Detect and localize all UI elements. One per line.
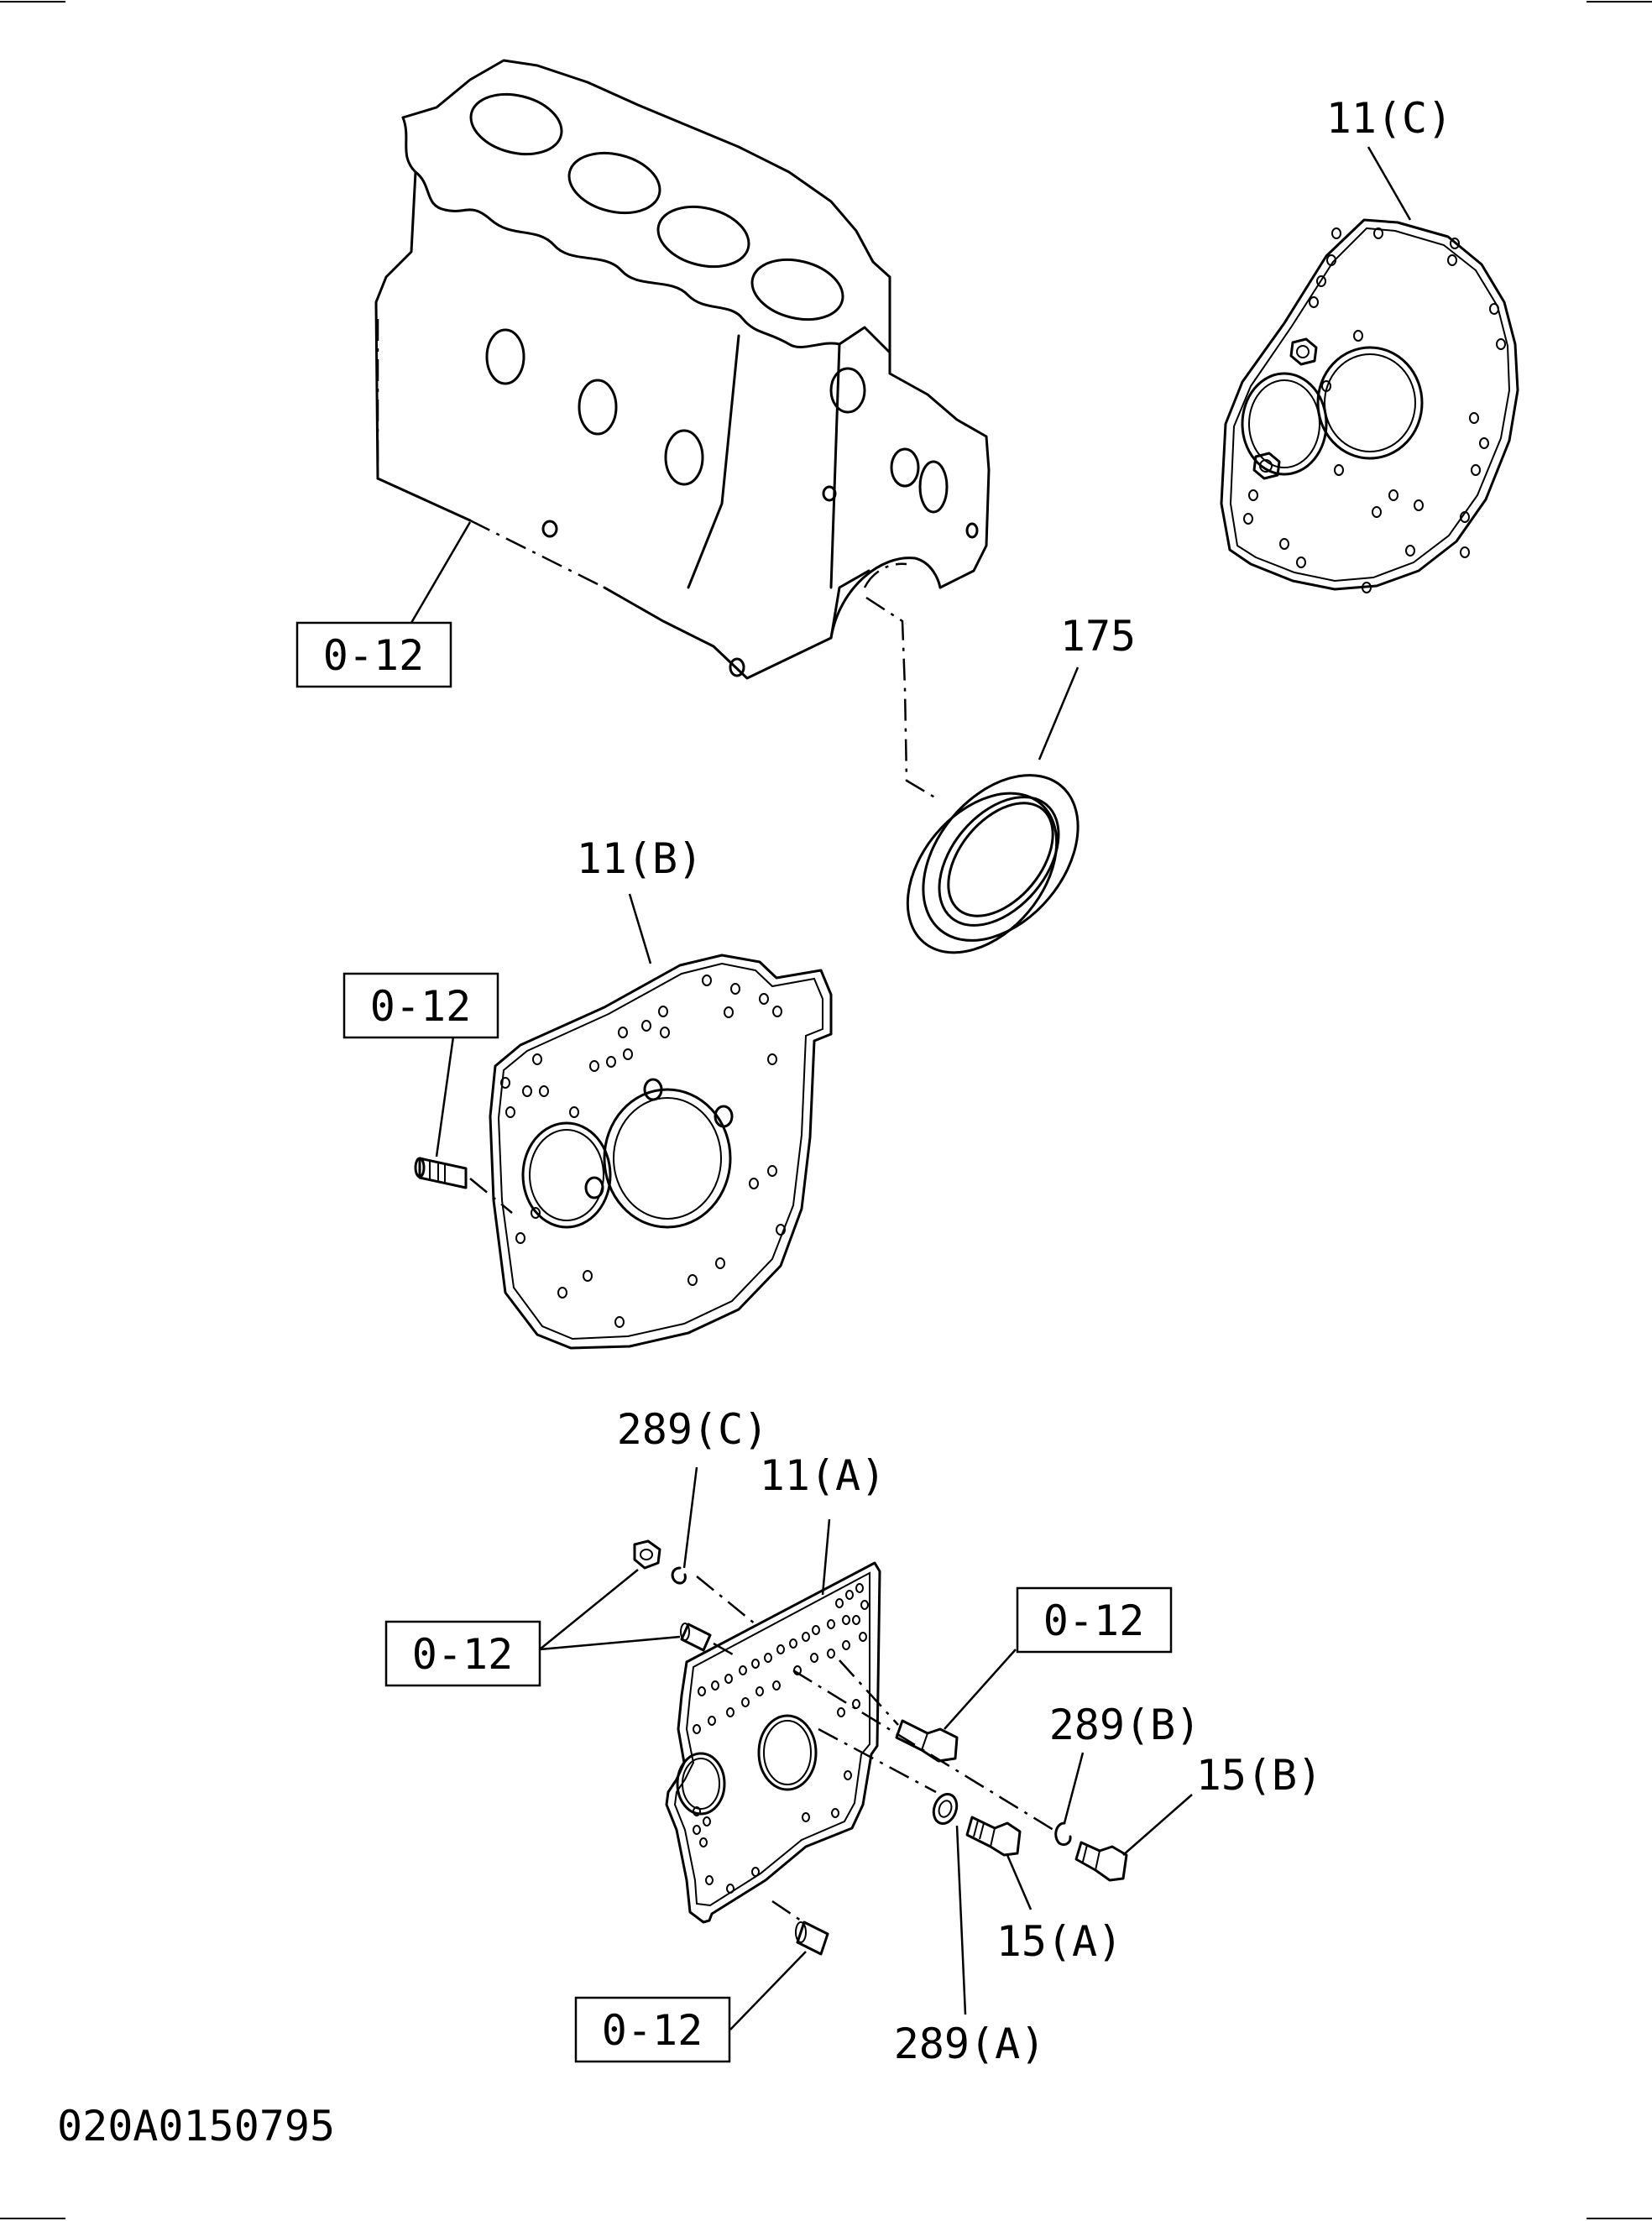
dowel-11a-bottom (795, 1921, 829, 1956)
oil-seal-175 (906, 774, 1080, 954)
part-label-15b: 15(B) (1196, 1751, 1323, 1800)
ref-box-dowel-label: 0-12 (602, 2006, 703, 2055)
plate-11a (665, 1561, 881, 1924)
washer-289a (932, 1793, 959, 1825)
bolt-15b (1074, 1841, 1128, 1882)
part-label-11c: 11(C) (1326, 94, 1453, 143)
ref-box-block[interactable]: 0-12 (295, 621, 452, 688)
drawing-id: 020A0150795 (57, 2102, 335, 2150)
part-label-289b: 289(B) (1049, 1701, 1201, 1749)
ref-box-11b-pin[interactable]: 0-12 (342, 972, 499, 1039)
bolt-15a (965, 1816, 1022, 1857)
ref-box-289c[interactable]: 0-12 (384, 1620, 541, 1687)
ref-box-block-label: 0-12 (323, 631, 424, 680)
part-label-15a: 15(A) (996, 1917, 1123, 1966)
part-label-11b: 11(B) (577, 834, 703, 883)
part-label-289c: 289(C) (617, 1405, 769, 1454)
cylinder-block (374, 59, 991, 680)
ref-box-289c-label: 0-12 (412, 1630, 513, 1679)
ref-box-11b-pin-label: 0-12 (370, 982, 471, 1031)
ref-box-dowel[interactable]: 0-12 (574, 1996, 731, 2063)
part-label-175: 175 (1060, 612, 1136, 661)
ref-box-bolt-label: 0-12 (1043, 1597, 1144, 1645)
ref-box-bolt[interactable]: 0-12 (1016, 1586, 1173, 1654)
dowel-11a-top (680, 1623, 712, 1652)
part-label-11a: 11(A) (760, 1451, 886, 1500)
flywheel-housing-11c (1220, 218, 1519, 593)
flywheel-housing-11b (414, 954, 833, 1350)
washer-289c (671, 1566, 687, 1585)
nut-289c (633, 1539, 661, 1570)
washer-289b (1054, 1821, 1072, 1847)
bolt-ref-0-12 (895, 1719, 959, 1763)
part-label-289a: 289(A) (894, 2020, 1046, 2068)
